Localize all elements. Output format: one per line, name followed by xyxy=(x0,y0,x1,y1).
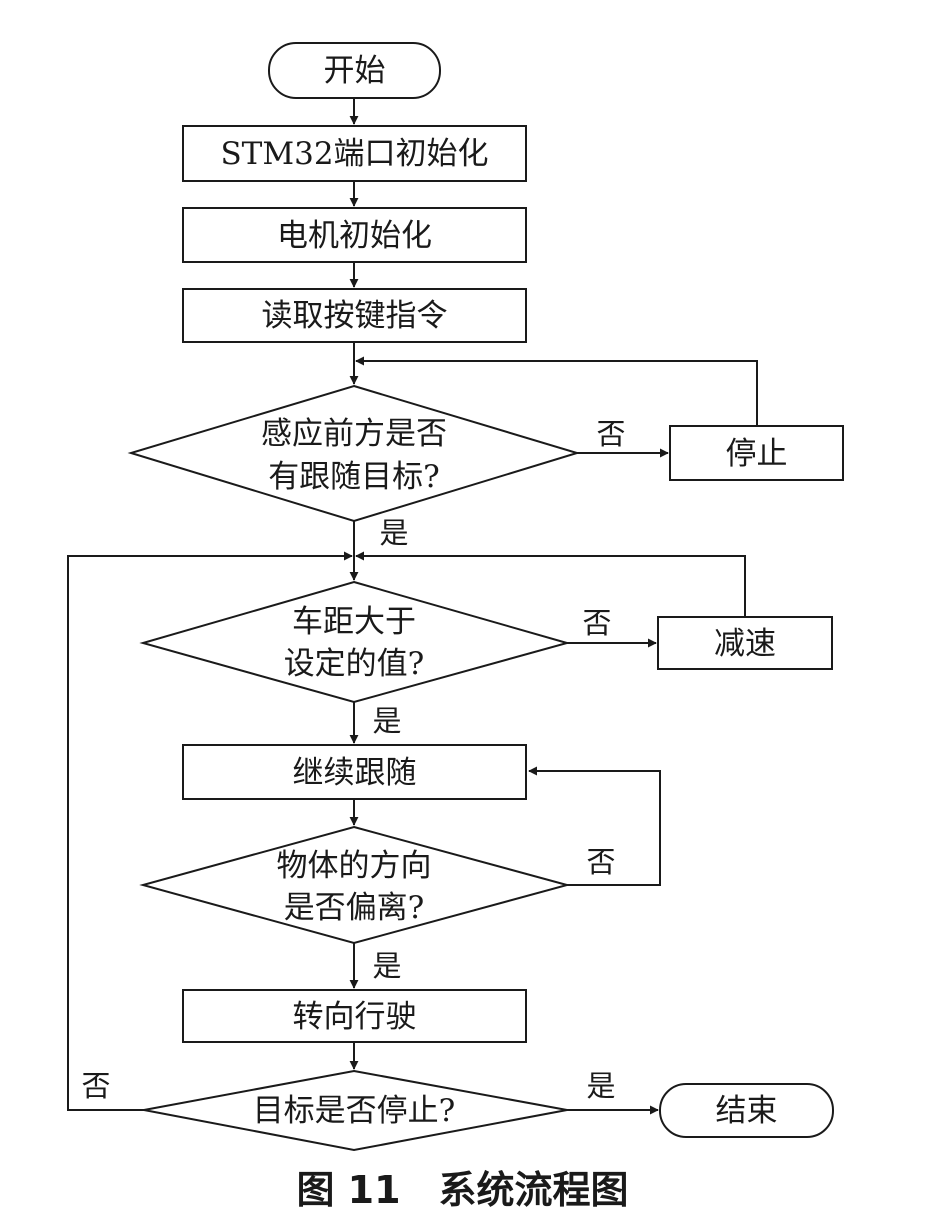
edge-labels: 否 是 否 是 否 是 否 是 xyxy=(81,417,625,1103)
end-node: 结束 xyxy=(659,1083,834,1138)
direction-no-label: 否 xyxy=(586,845,615,879)
start-node: 开始 xyxy=(268,42,441,99)
direction-yes-label: 是 xyxy=(372,949,401,983)
distance-check-label-line2: 设定的值? xyxy=(284,646,425,682)
continue-follow-node: 继续跟随 xyxy=(182,744,527,800)
direction-check-label-line2: 是否偏离? xyxy=(284,890,425,926)
edge-slow-loop-back xyxy=(355,551,746,617)
stop-node: 停止 xyxy=(669,425,844,481)
target-yes-label: 是 xyxy=(586,1069,615,1103)
continue-follow-label: 继续跟随 xyxy=(293,755,417,791)
start-label: 开始 xyxy=(324,53,386,89)
target-no-label: 否 xyxy=(81,1069,110,1103)
read-key-node: 读取按键指令 xyxy=(182,288,527,343)
detect-no-label: 否 xyxy=(596,417,625,451)
read-key-label: 读取按键指令 xyxy=(262,298,448,334)
distance-check-decision: 车距大于 设定的值? xyxy=(139,580,571,704)
direction-check-decision: 物体的方向 是否偏离? xyxy=(139,825,571,945)
detect-yes-label: 是 xyxy=(379,516,408,550)
edge-direction-no-loop xyxy=(528,766,661,886)
turn-drive-node: 转向行驶 xyxy=(182,989,527,1043)
figure-caption: 图 11 系统流程图 xyxy=(296,1168,629,1212)
stop-label: 停止 xyxy=(726,436,788,472)
distance-yes-label: 是 xyxy=(372,704,401,738)
distance-no-label: 否 xyxy=(582,606,611,640)
slow-down-label: 减速 xyxy=(714,626,776,662)
connectors xyxy=(67,98,758,1115)
detect-target-decision: 感应前方是否 有跟随目标? xyxy=(127,384,581,523)
distance-check-label-line1: 车距大于 xyxy=(292,604,416,640)
target-stopped-decision: 目标是否停止? xyxy=(143,1069,568,1152)
end-label: 结束 xyxy=(716,1093,778,1129)
port-init-label: STM32端口初始化 xyxy=(220,136,488,172)
detect-target-label-line1: 感应前方是否 xyxy=(261,416,447,452)
edge-stop-loop-back xyxy=(355,356,758,425)
slow-down-node: 减速 xyxy=(657,616,833,670)
motor-init-node: 电机初始化 xyxy=(182,207,527,263)
edge-target-no-loop xyxy=(67,551,353,1111)
direction-check-label-line1: 物体的方向 xyxy=(277,848,432,884)
detect-target-label-line2: 有跟随目标? xyxy=(268,459,440,495)
motor-init-label: 电机初始化 xyxy=(277,218,432,254)
turn-drive-label: 转向行驶 xyxy=(293,999,417,1035)
port-init-node: STM32端口初始化 xyxy=(182,125,527,182)
target-stopped-label: 目标是否停止? xyxy=(253,1093,456,1129)
